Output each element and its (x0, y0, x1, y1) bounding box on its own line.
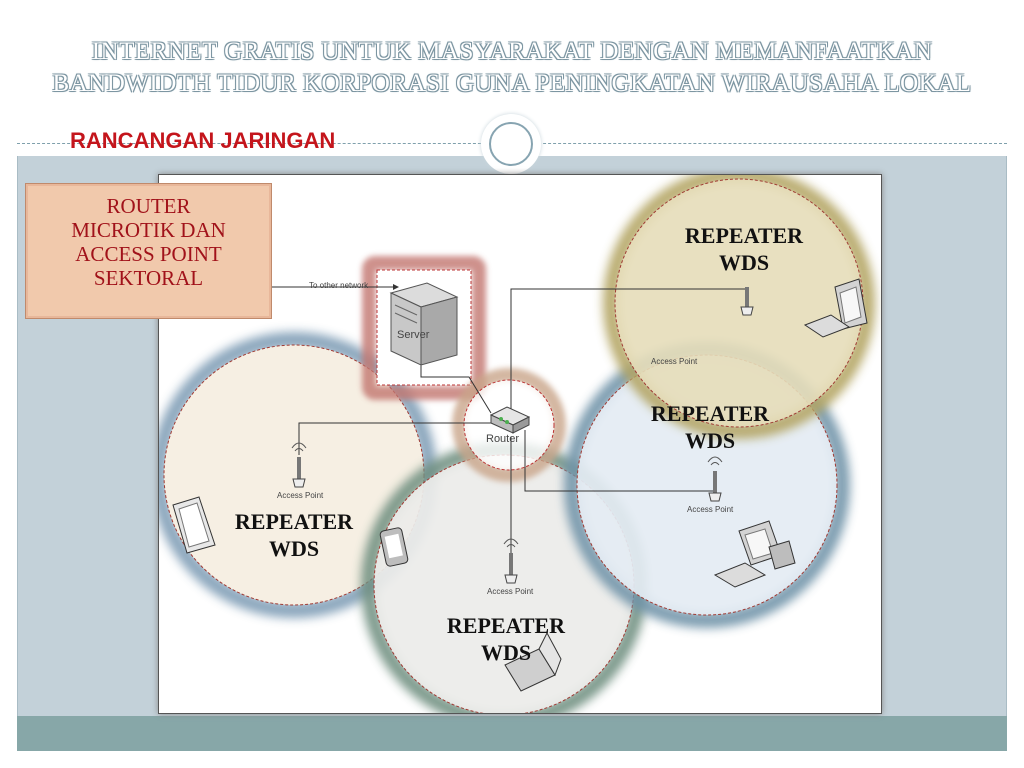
callout-line-1: ROUTER (106, 194, 191, 218)
other-network-label: To other network (309, 281, 369, 290)
laptop-icon-bottom (504, 631, 562, 692)
repeater-label-line2: WDS (718, 250, 770, 275)
repeater-label-top-right: REPEATER WDS (664, 222, 824, 276)
network-diagram-canvas (159, 175, 875, 713)
access-point-label-bottom: Access Point (487, 587, 534, 596)
slide-subtitle: RANCANGAN JARINGAN (70, 128, 336, 153)
repeater-label-line1: REPEATER (684, 223, 804, 248)
server-icon (389, 282, 459, 366)
callout-line-4: SEKTORAL (93, 266, 204, 290)
router-icon (489, 406, 531, 434)
repeater-label-line2: WDS (684, 428, 736, 453)
desktop-icon-top (803, 278, 868, 338)
repeater-label-left: REPEATER WDS (214, 508, 374, 562)
desktop-icon-right (713, 520, 796, 588)
callout-line-2: MICROTIK DAN (71, 218, 226, 242)
phone-icon-left (379, 527, 409, 567)
arrow-other-network (393, 284, 399, 290)
router-label: Router (486, 433, 520, 445)
access-point-icon-top (740, 287, 754, 316)
slide-title: INTERNET GRATIS UNTUK MASYARAKAT DENGAN … (17, 36, 1007, 100)
access-point-icon-bottom (503, 538, 519, 584)
repeater-label-line1: REPEATER (446, 613, 566, 638)
repeater-label-bottom: REPEATER WDS (426, 612, 586, 666)
divider-circle-ornament (481, 114, 541, 174)
access-point-label-right: Access Point (687, 505, 734, 514)
repeater-label-line2: WDS (268, 536, 320, 561)
title-line-2: BANDWIDTH TIDUR KORPORASI GUNA PENINGKAT… (52, 70, 972, 97)
server-label: Server (397, 329, 430, 341)
title-line-1: INTERNET GRATIS UNTUK MASYARAKAT DENGAN … (91, 38, 933, 65)
network-diagram: To other network Server Router Access Po… (158, 174, 882, 714)
repeater-label-right: REPEATER WDS (630, 400, 790, 454)
tablet-icon-left (172, 496, 216, 554)
repeater-label-line1: REPEATER (234, 509, 354, 534)
access-point-label-top: Access Point (651, 357, 698, 366)
repeater-label-line2: WDS (480, 640, 532, 665)
access-point-label-left: Access Point (277, 491, 324, 500)
access-point-icon-left (291, 442, 307, 488)
access-point-icon-right (707, 456, 723, 502)
slide-footer-band (17, 716, 1007, 751)
coverage-zone-top-right (603, 175, 875, 439)
callout-line-3: ACCESS POINT (75, 242, 222, 266)
router-callout-box: ROUTER MICROTIK DAN ACCESS POINT SEKTORA… (25, 183, 272, 319)
repeater-label-line1: REPEATER (650, 401, 770, 426)
link-router-ap-left (298, 422, 499, 455)
